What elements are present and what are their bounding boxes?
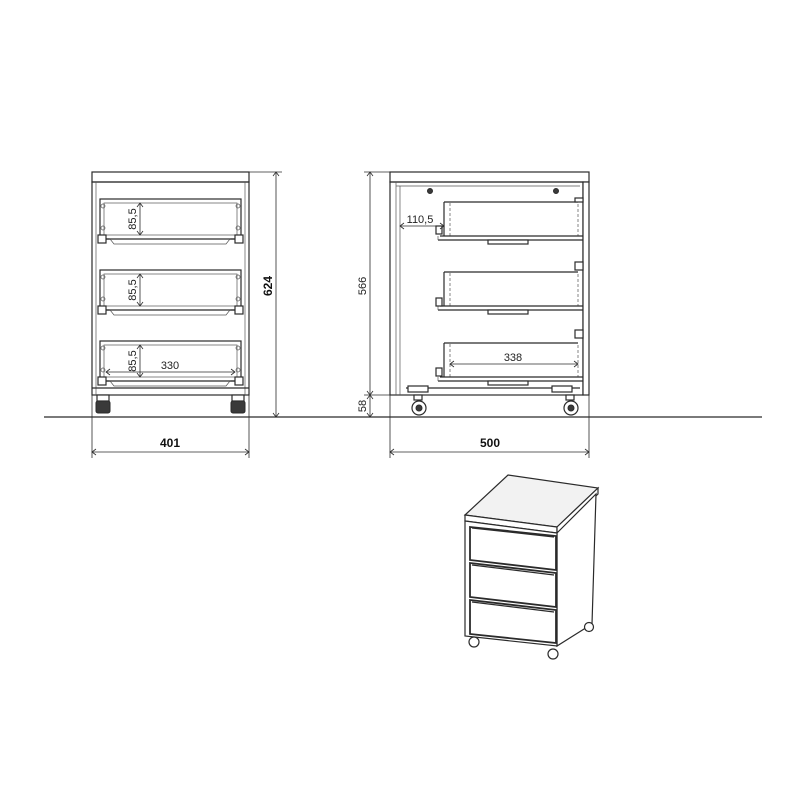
dim-front-width: 401	[160, 436, 180, 450]
side-casters	[411, 394, 579, 416]
drawer-inner-depth-dim: 338	[449, 352, 579, 368]
front-casters	[95, 394, 246, 414]
side-drawer-1	[435, 197, 584, 245]
dim-side-depth: 500	[480, 436, 500, 450]
dim-drawer-inner-width: 330	[161, 360, 179, 372]
front-top-panel	[91, 171, 250, 183]
side-drawer-3	[435, 329, 584, 386]
drawer-height-dims: 85,5 85,5 85,5	[127, 202, 144, 378]
side-depth-dim: 500	[389, 395, 590, 458]
front-drawer-1	[97, 198, 244, 245]
front-drawer-3	[97, 340, 244, 387]
side-drawer-2	[435, 261, 584, 315]
iso-front-face	[464, 520, 558, 647]
front-height-dim: 624	[249, 171, 282, 418]
side-view: 110,5 338 566 58	[357, 171, 590, 458]
side-base-height-dim: 58	[357, 394, 374, 418]
front-body	[91, 181, 250, 396]
dim-drawer-inner-depth: 338	[504, 352, 522, 364]
iso-casters	[468, 621, 595, 660]
dim-drawer-height-3: 85,5	[127, 350, 139, 371]
drawer-inner-width-dim: 330	[105, 360, 236, 376]
side-top-panel	[389, 171, 590, 183]
drawer-setback-dim: 110,5	[399, 214, 445, 230]
dim-front-height: 624	[261, 276, 275, 296]
dim-drawer-height-1: 85,5	[127, 208, 139, 229]
isometric-view	[463, 474, 600, 660]
dim-drawer-setback: 110,5	[407, 214, 434, 226]
front-drawer-2	[97, 269, 244, 316]
front-view: 85,5 85,5 85,5 330 624	[91, 171, 282, 458]
dim-side-base-height: 58	[357, 400, 369, 412]
side-body-height-dim: 566	[357, 171, 390, 396]
iso-drawer-fronts	[469, 526, 557, 644]
front-width-dim: 401	[91, 395, 250, 458]
dim-drawer-height-2: 85,5	[127, 279, 139, 300]
dim-side-body-height: 566	[357, 277, 369, 295]
